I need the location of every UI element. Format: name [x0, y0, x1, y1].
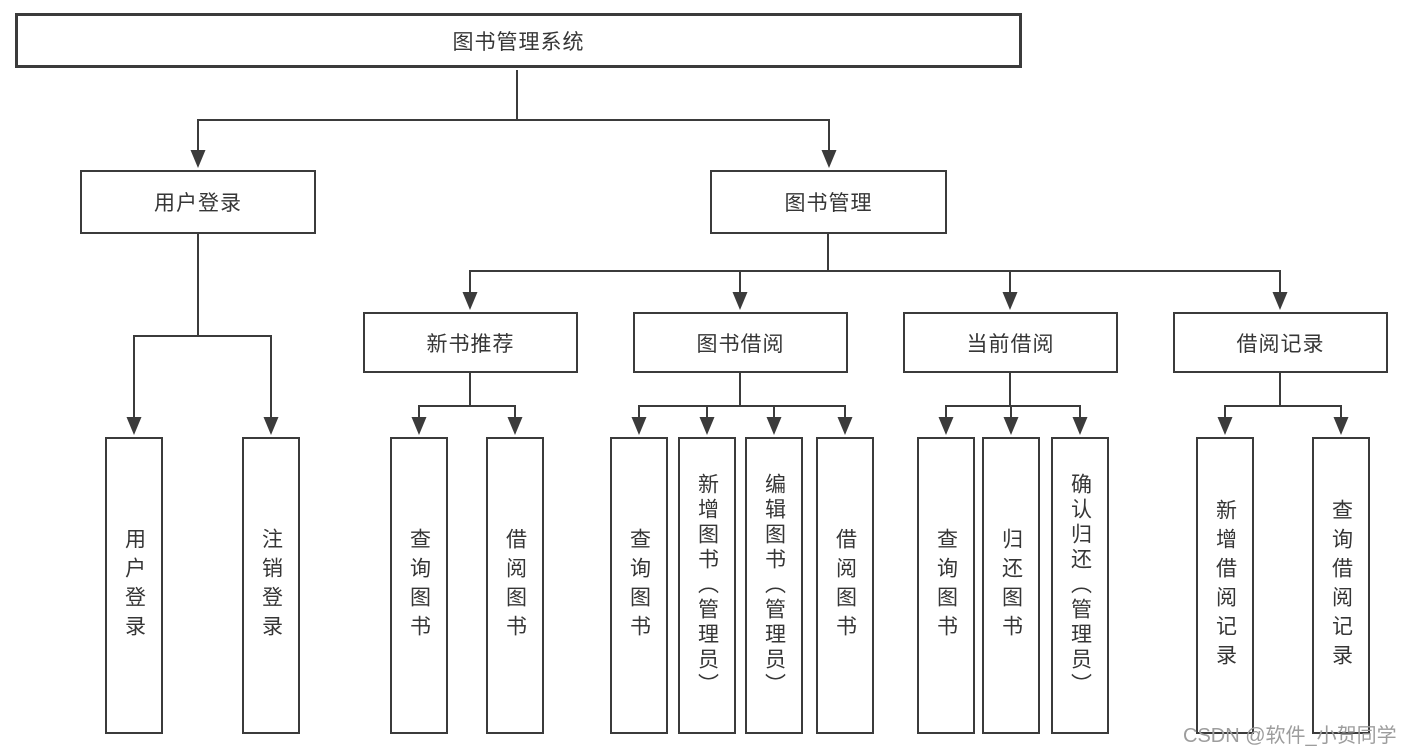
node-label: 用户登录 [154, 192, 242, 215]
leaf-add-books-admin: 新增图书（管理员） [678, 437, 736, 734]
node-label: 新增借阅记录 [1213, 498, 1237, 673]
leaf-edit-books-admin: 编辑图书（管理员） [745, 437, 803, 734]
node-user-login: 用户登录 [80, 170, 316, 234]
node-label: 查询图书 [627, 527, 651, 644]
node-label: 图书借阅 [696, 332, 785, 356]
leaf-confirm-return-admin: 确认归还（管理员） [1051, 437, 1109, 734]
leaf-borrow-books: 借阅图书 [486, 437, 544, 734]
node-label: 当前借阅 [966, 332, 1055, 356]
leaf-return-books: 归还图书 [982, 437, 1040, 734]
node-label: 用户登录 [122, 527, 146, 644]
node-label: 新书推荐 [426, 332, 515, 356]
node-label: 编辑图书（管理员） [762, 473, 786, 698]
leaf-borrow-books: 借阅图书 [816, 437, 874, 734]
node-borrowing-records: 借阅记录 [1173, 312, 1388, 373]
node-label: 查询图书 [934, 527, 958, 644]
leaf-logout: 注销登录 [242, 437, 300, 734]
leaf-add-borrow-record: 新增借阅记录 [1196, 437, 1254, 734]
node-label: 图书管理 [784, 192, 873, 215]
node-label: 图书管理系统 [452, 30, 585, 54]
node-current-borrowing: 当前借阅 [903, 312, 1118, 373]
node-label: 借阅图书 [833, 527, 857, 644]
node-label: 归还图书 [999, 527, 1023, 644]
node-book-management: 图书管理 [710, 170, 947, 234]
node-label: 查询借阅记录 [1329, 498, 1353, 673]
leaf-query-borrow-record: 查询借阅记录 [1312, 437, 1370, 734]
node-label: 新增图书（管理员） [695, 473, 719, 698]
node-library-management-system: 图书管理系统 [15, 13, 1022, 68]
leaf-query-books: 查询图书 [610, 437, 668, 734]
node-book-borrowing: 图书借阅 [633, 312, 848, 373]
node-label: 确认归还（管理员） [1068, 473, 1092, 698]
node-label: 借阅记录 [1236, 332, 1325, 356]
leaf-query-books: 查询图书 [390, 437, 448, 734]
leaf-user-login: 用户登录 [105, 437, 163, 734]
node-label: 借阅图书 [503, 527, 527, 644]
node-new-book-recommend: 新书推荐 [363, 312, 578, 373]
node-label: 查询图书 [407, 527, 431, 644]
node-label: 注销登录 [259, 527, 283, 644]
csdn-watermark: CSDN @软件_小贺同学 [1183, 725, 1397, 747]
leaf-query-books: 查询图书 [917, 437, 975, 734]
